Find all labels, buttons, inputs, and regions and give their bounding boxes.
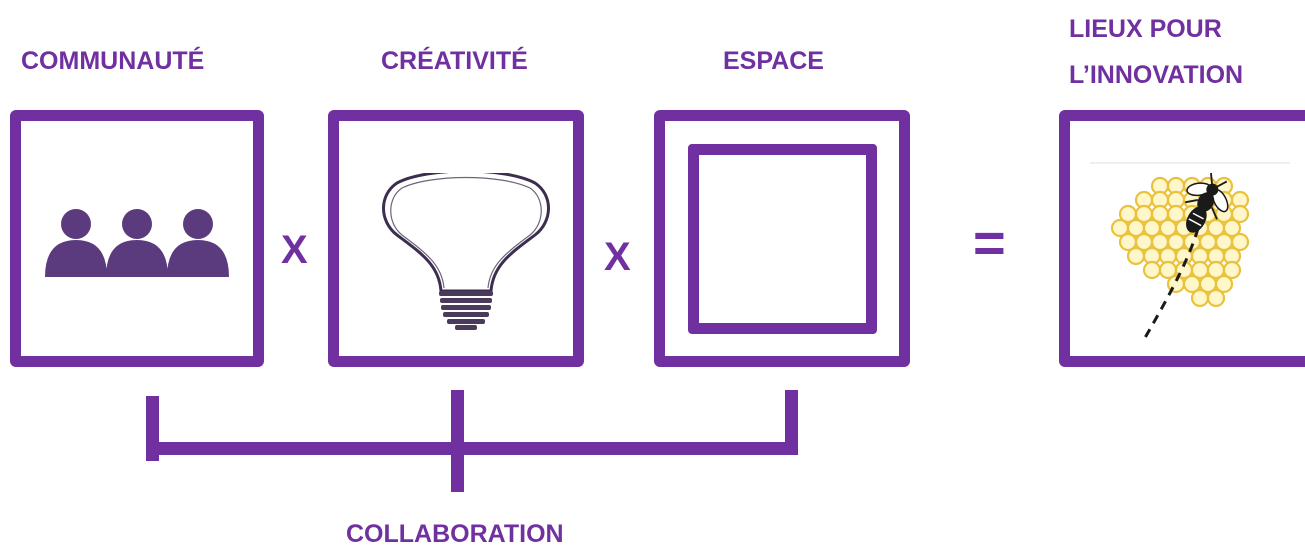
bracket-center-stem bbox=[451, 390, 464, 492]
equals-operator: = bbox=[973, 211, 1006, 274]
honeycomb-bee-icon bbox=[1090, 161, 1290, 351]
box-creativity bbox=[328, 110, 584, 367]
label-espace: ESPACE bbox=[723, 47, 824, 75]
box-space bbox=[654, 110, 910, 367]
people-group-icon bbox=[43, 207, 233, 279]
label-creativite: CRÉATIVITÉ bbox=[381, 47, 528, 75]
multiply-operator-1: X bbox=[281, 228, 308, 272]
label-collaboration: COLLABORATION bbox=[346, 520, 564, 548]
square-frame-icon bbox=[688, 144, 877, 334]
label-innovation: L’INNOVATION bbox=[1069, 61, 1244, 89]
bracket-right-leg bbox=[785, 390, 798, 455]
bracket-horizontal bbox=[146, 442, 798, 455]
box-places-innovation bbox=[1059, 110, 1305, 367]
lightbulb-icon bbox=[377, 173, 555, 331]
box-community bbox=[10, 110, 264, 367]
label-lieux-pour: LIEUX POUR bbox=[1069, 15, 1222, 43]
multiply-operator-2: X bbox=[604, 235, 631, 279]
label-communaute: COMMUNAUTÉ bbox=[21, 47, 205, 75]
